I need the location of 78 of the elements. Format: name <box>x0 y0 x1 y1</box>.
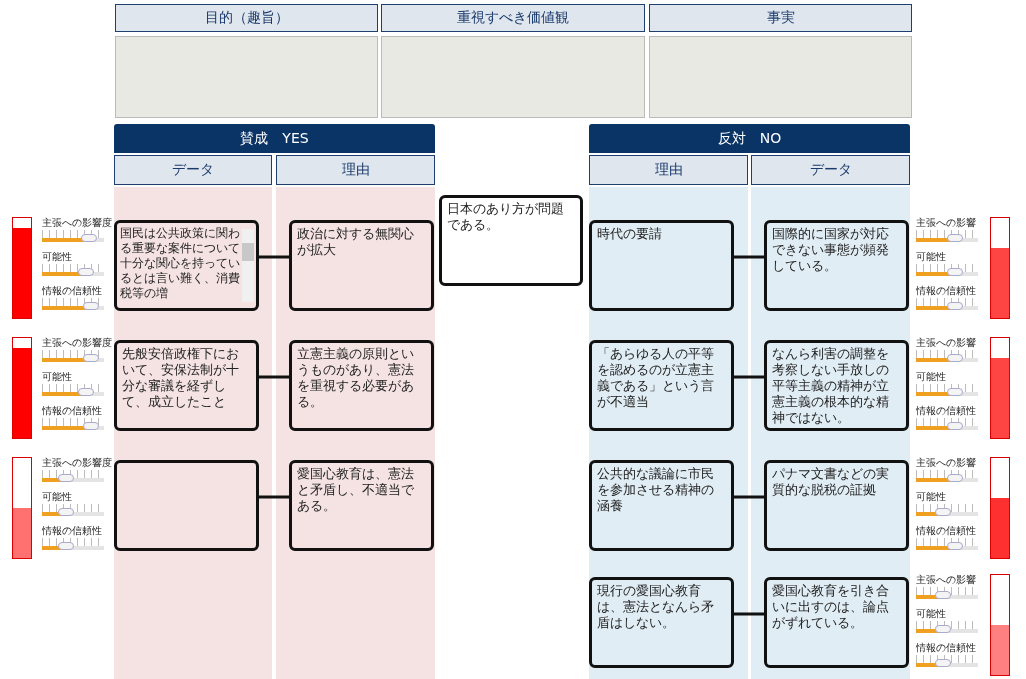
box-text: 愛国心教育は、憲法と矛盾し、不適当である。 <box>297 466 415 514</box>
argument-box <box>289 460 434 551</box>
column-header <box>649 4 912 32</box>
header-text: 理由 <box>341 161 370 179</box>
connector-line <box>259 495 289 499</box>
column-header <box>115 4 378 32</box>
slider-label: 可能性 <box>42 371 72 382</box>
gauge-bar <box>12 337 32 439</box>
connector-line <box>734 495 764 499</box>
header-text: 理由 <box>654 161 683 179</box>
slider-label: 可能性 <box>42 491 72 502</box>
slider-label: 可能性 <box>42 251 72 262</box>
gauge-bar <box>990 217 1010 319</box>
slider-label: 主張への影響度 <box>42 217 112 228</box>
slider-label: 情報の信頼性 <box>916 405 976 416</box>
slider-label: 主張への影響 <box>916 337 976 348</box>
slider-label: 情報の信頼性 <box>42 405 102 416</box>
argument-box <box>589 220 734 311</box>
slider-label: 情報の信頼性 <box>42 525 102 536</box>
box-text: 立憲主義の原則というものがあり、憲法を重視する必要がある。 <box>297 346 415 410</box>
box-text: 「あらゆる人の平等を認めるのが立憲主義である」という言が不適当 <box>597 346 715 410</box>
slider-label: 主張への影響度 <box>42 337 112 348</box>
gauge-bar <box>990 574 1010 676</box>
connector-line <box>734 255 764 259</box>
connector-line <box>259 255 289 259</box>
header-text: 事実 <box>766 9 795 27</box>
column-header <box>589 155 748 185</box>
gauge-bar <box>12 217 32 319</box>
slider-label: 主張への影響 <box>916 217 976 228</box>
slider-label: 情報の信頼性 <box>42 285 102 296</box>
argument-box <box>289 340 434 431</box>
connector-line <box>734 612 764 616</box>
connector-line <box>734 375 764 379</box>
box-text: 国際的に国家が対応できない事態が頻発している。 <box>772 226 890 274</box>
gauge-bar <box>990 337 1010 439</box>
slider-label: 情報の信頼性 <box>916 525 976 536</box>
header-text: 重視すべき価値観 <box>457 9 569 27</box>
argument-box <box>589 340 734 431</box>
argument-box <box>289 220 434 311</box>
box-text: 日本のあり方が問題である。 <box>447 201 565 233</box>
section-band <box>114 124 435 153</box>
argument-box <box>114 220 259 311</box>
header-text: 反対 NO <box>717 129 782 148</box>
box-text: 現行の愛国心教育は、憲法となんら矛盾はしない。 <box>597 583 715 631</box>
section-band <box>589 124 910 153</box>
gauge-bar <box>12 457 32 559</box>
gauge-bar <box>990 457 1010 559</box>
slider-label: 主張への影響 <box>916 457 976 468</box>
box-text: 国民は公共政策に関わる重要な案件について十分な関心を持っているとは言い難く、消費税等の増 <box>120 226 240 301</box>
box-text: 公共的な議論に市民を参加させる精神の涵養 <box>597 466 715 514</box>
empty-box <box>114 460 259 551</box>
argument-box <box>764 577 909 668</box>
claim-box <box>439 195 583 286</box>
argument-box <box>589 460 734 551</box>
argument-box <box>589 577 734 668</box>
box-text: 時代の要請 <box>597 226 663 242</box>
header-text: 目的（趣旨） <box>204 9 289 27</box>
slider-label: 情報の信頼性 <box>916 285 976 296</box>
argument-box <box>764 220 909 311</box>
box-text: 先般安倍政権下において、安保法制が十分な審議を経ずして、成立したこと <box>122 346 240 410</box>
slider-label: 主張への影響 <box>916 574 976 585</box>
slider-label: 主張への影響度 <box>42 457 112 468</box>
connector-line <box>259 375 289 379</box>
header-text: データ <box>809 161 852 179</box>
box-text: パナマ文書などの実質的な脱税の証拠 <box>772 466 890 498</box>
box-text: 政治に対する無関心が拡大 <box>297 226 415 258</box>
argument-box <box>114 340 259 431</box>
slider-label: 情報の信頼性 <box>916 642 976 653</box>
header-text: 賛成 YES <box>240 129 309 148</box>
column-header <box>381 4 645 32</box>
argument-box <box>764 340 909 431</box>
column-header <box>114 155 272 185</box>
column-header <box>751 155 910 185</box>
header-text: データ <box>172 161 214 179</box>
box-text: なんら利害の調整を考察しない手放しの平等主義の精神が立憲主義の根本的な精神ではない。 <box>772 346 890 426</box>
argument-box <box>764 460 909 551</box>
box-text: 愛国心教育を引き合いに出すのは、論点がずれている。 <box>772 583 890 631</box>
column-header <box>276 155 435 185</box>
